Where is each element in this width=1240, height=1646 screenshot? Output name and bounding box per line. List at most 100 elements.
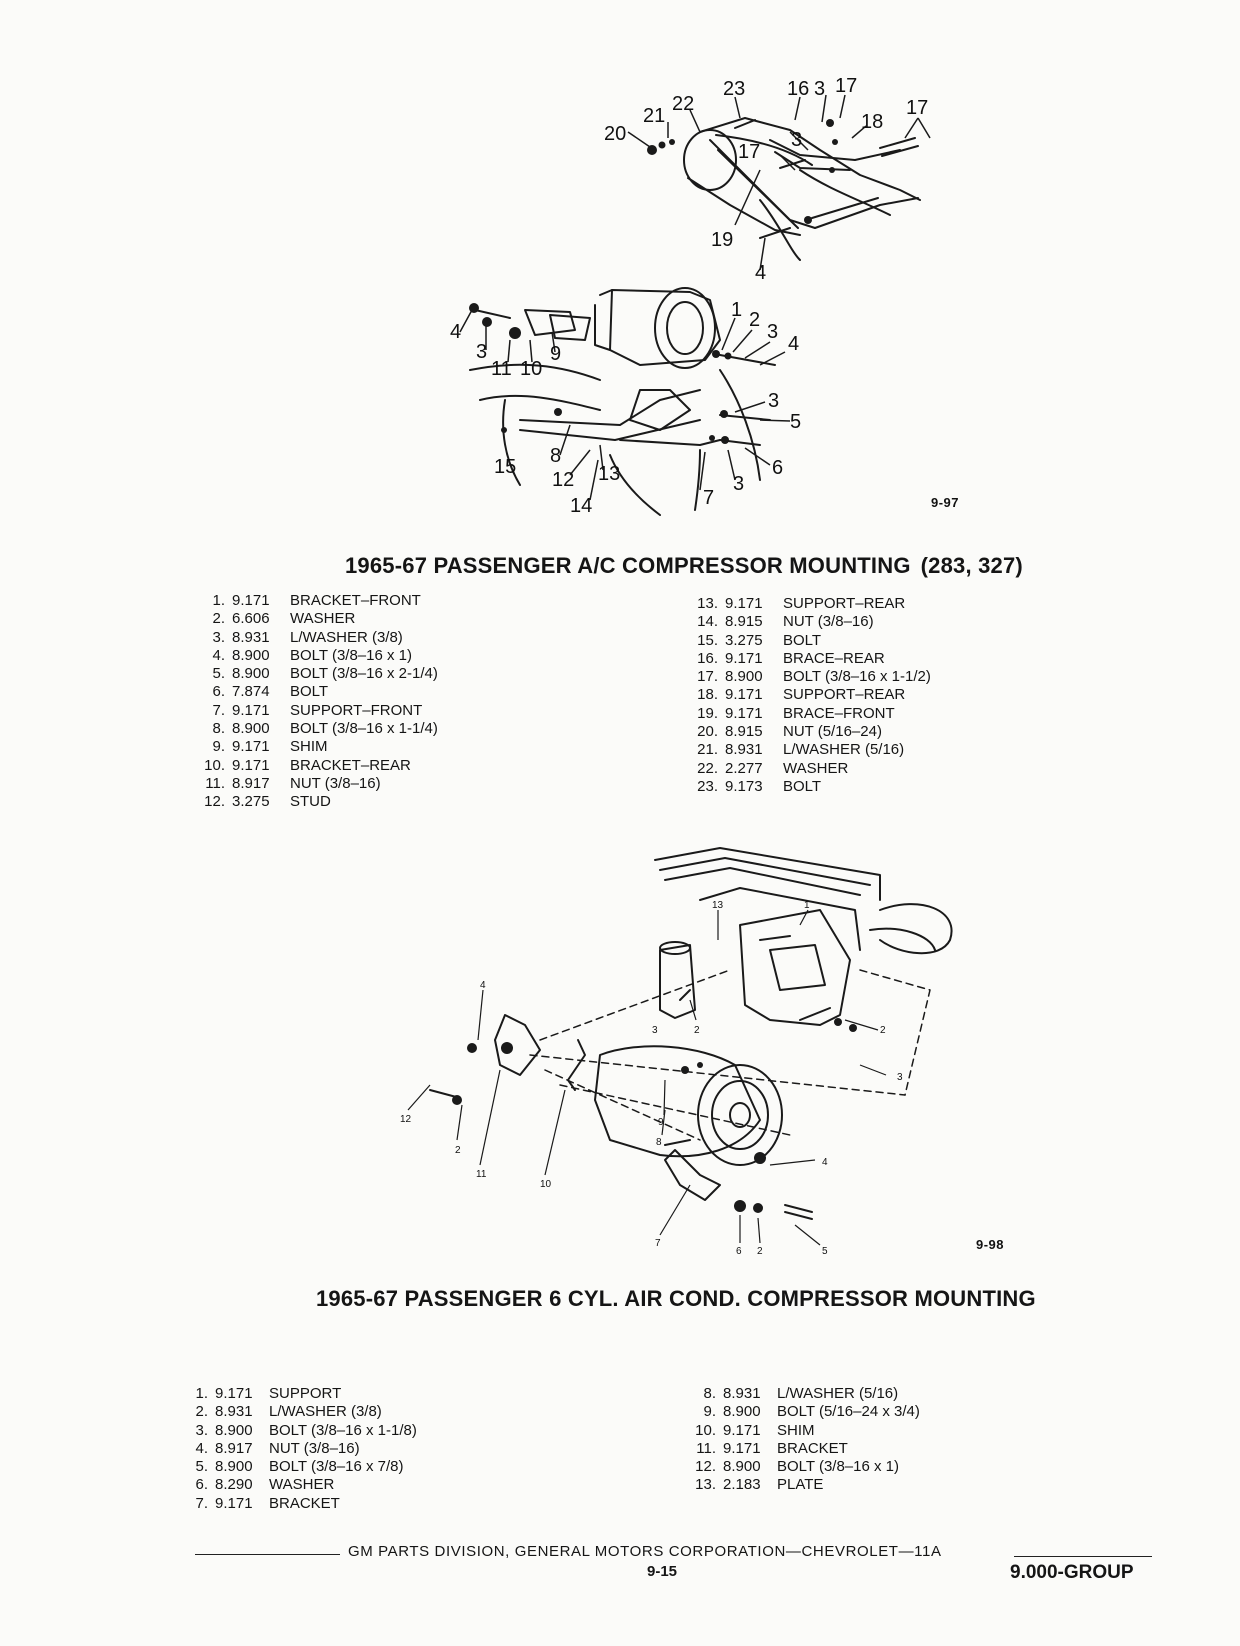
callout-3: 3 — [767, 321, 778, 343]
callout-5: 5 — [790, 411, 801, 433]
callout-11: 11 — [491, 358, 512, 380]
callout-16: 16 — [787, 78, 809, 100]
callout-17c: 17 — [738, 141, 760, 163]
figure-9-98-drawing — [429, 847, 953, 1220]
callout-2: 2 — [694, 1025, 700, 1036]
lower-view-callouts: 1 2 3 4 4 3 11 10 9 3 5 8 15 6 13 12 3 7… — [450, 299, 801, 517]
callout-1: 1 — [804, 900, 810, 911]
callout-18: 18 — [861, 111, 883, 133]
callout-3: 3 — [652, 1025, 658, 1036]
callout-3b: 3 — [476, 341, 487, 363]
callout-19: 19 — [711, 229, 733, 251]
figure-9-97-diagram: 23 16 3 17 22 21 20 18 17 3 17 19 4 — [450, 75, 959, 517]
callout-2c: 2 — [455, 1145, 461, 1156]
callout-8: 8 — [656, 1137, 662, 1148]
upper-view-leaders — [627, 94, 931, 271]
callout-20: 20 — [604, 123, 626, 145]
upper-view-fasteners — [647, 119, 838, 224]
callout-4: 4 — [788, 333, 799, 355]
callout-3b: 3 — [791, 129, 802, 151]
callout-23: 23 — [723, 78, 745, 100]
callout-22: 22 — [672, 93, 694, 115]
callout-12: 12 — [400, 1114, 412, 1125]
callout-15: 15 — [494, 456, 516, 478]
callout-6: 6 — [772, 457, 783, 479]
callout-2d: 2 — [757, 1246, 763, 1257]
callout-2: 2 — [749, 309, 760, 331]
callout-1: 1 — [731, 299, 742, 321]
callout-3d: 3 — [733, 473, 744, 495]
callout-4: 4 — [755, 262, 766, 284]
callout-8: 8 — [550, 445, 561, 467]
callout-6: 6 — [736, 1246, 742, 1257]
section1-title-main: 1965-67 PASSENGER A/C COMPRESSOR MOUNTIN… — [345, 553, 911, 578]
callout-9: 9 — [658, 1117, 664, 1128]
callout-12: 12 — [552, 469, 574, 491]
callout-4b: 4 — [450, 321, 461, 343]
figure-9-98-leaders — [407, 909, 887, 1246]
callout-13: 13 — [712, 900, 724, 911]
callout-14: 14 — [570, 495, 592, 517]
callout-21: 21 — [643, 105, 665, 127]
lower-view-leaders — [459, 309, 791, 501]
callout-7: 7 — [703, 487, 714, 509]
callout-10: 10 — [540, 1179, 552, 1190]
footer-rule-left — [195, 1554, 340, 1555]
figure-code-9-97: 9-97 — [931, 495, 959, 510]
section2-title: 1965-67 PASSENGER 6 CYL. AIR COND. COMPR… — [316, 1286, 1036, 1311]
callout-10: 10 — [520, 358, 542, 380]
footer-rule-right — [1014, 1556, 1152, 1557]
section1-title-suffix: (283, 327) — [920, 553, 1023, 578]
callout-4: 4 — [480, 980, 486, 991]
callout-17b: 17 — [906, 97, 928, 119]
page-number: 9-15 — [647, 1563, 678, 1580]
callout-9: 9 — [550, 343, 561, 365]
callout-5: 5 — [822, 1246, 828, 1257]
figure-9-98-fasteners — [452, 1018, 857, 1213]
callout-3b: 3 — [897, 1072, 903, 1083]
callout-13: 13 — [598, 463, 620, 485]
footer-publisher: GM PARTS DIVISION, GENERAL MOTORS CORPOR… — [348, 1543, 942, 1560]
figure-9-98-diagram: 13 1 4 2 2 3 3 12 2 11 10 9 8 4 7 6 2 5 … — [400, 847, 1004, 1257]
callout-3: 3 — [814, 78, 825, 100]
figure-code-9-98: 9-98 — [976, 1237, 1004, 1252]
callout-2b: 2 — [880, 1025, 886, 1036]
figure-9-98-callouts: 13 1 4 2 2 3 3 12 2 11 10 9 8 4 7 6 2 5 — [400, 900, 903, 1257]
group-label: 9.000-GROUP — [1010, 1562, 1134, 1583]
section1-title: 1965-67 PASSENGER A/C COMPRESSOR MOUNTIN… — [345, 553, 1023, 579]
